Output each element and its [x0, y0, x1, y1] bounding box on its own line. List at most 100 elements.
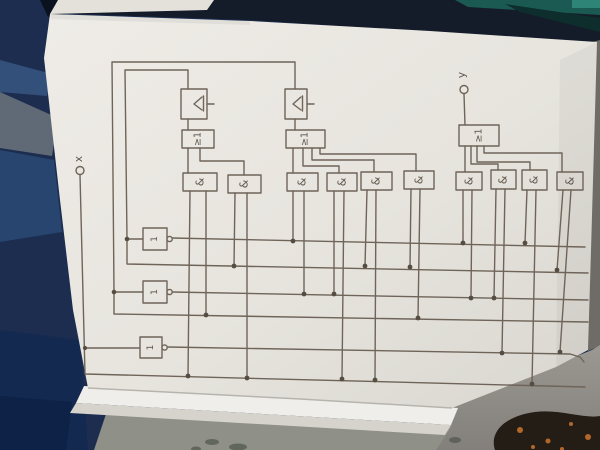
or-gate-2: ≥1: [285, 129, 326, 149]
and-gate-c4: &: [556, 171, 584, 191]
junction-dot: [231, 263, 237, 269]
or1-and-a2-link: [199, 147, 245, 176]
junction-dot: [522, 240, 528, 246]
and-gate-c3: &: [521, 169, 548, 191]
bus-line-3: [171, 291, 589, 301]
paper-top-shade: [50, 14, 250, 25]
and-gate-a2: &: [227, 174, 262, 194]
or2-and-b3-link: [311, 147, 375, 173]
junction-dot: [499, 350, 505, 356]
not-gate-3-label: 1: [146, 345, 156, 351]
and-label: &: [563, 176, 576, 185]
fabric-highlight: [0, 60, 52, 96]
junction-dot: [339, 376, 345, 382]
or-gate-2-label: ≥1: [300, 132, 311, 146]
fabric-gray-band: [0, 92, 58, 156]
clock-edge-icon: [193, 96, 203, 111]
not-gate-3: 1: [139, 336, 168, 359]
not-gate-2-label: 1: [150, 289, 160, 295]
b3-input-left: [364, 189, 368, 267]
c4-input-right: [559, 189, 572, 353]
flip-flop-1: [180, 88, 215, 120]
and-label: &: [237, 179, 250, 188]
bus-line-5: [167, 346, 585, 363]
paper-bottom-edge-line: [87, 387, 453, 409]
junction-dot: [415, 315, 421, 321]
feedback-wire-ff1-and-bus-line-2: [124, 69, 589, 274]
and-gate-b1: &: [286, 172, 319, 192]
background-top-shadow: [48, 0, 600, 52]
paper-stack-edge-1: [76, 386, 458, 425]
background-teal-dark: [505, 4, 600, 32]
junction-dot: [185, 373, 191, 379]
a1-input-left: [187, 190, 191, 377]
b4-input-right: [417, 188, 421, 319]
junction-dot: [372, 377, 378, 383]
and-label: &: [463, 176, 476, 185]
junction-dot: [491, 295, 497, 301]
junction-dot: [460, 240, 466, 246]
b4-input-left: [409, 188, 412, 268]
and-label: &: [335, 177, 348, 186]
and-label: &: [496, 175, 509, 184]
or2-and-b2-link: [302, 147, 340, 174]
junction-dot: [111, 289, 117, 295]
junction-dot: [301, 291, 307, 297]
and-gate-c1: &: [455, 171, 483, 191]
and-label: &: [369, 176, 382, 185]
or3-and-c4-link: [483, 145, 563, 173]
junction-dot: [529, 381, 535, 387]
or2-and-b4-link: [319, 147, 417, 172]
b2-input-right: [341, 190, 345, 380]
c2-input-right: [501, 188, 506, 354]
background-teal-bright: [572, 0, 600, 8]
junction-dot: [203, 312, 209, 318]
or3-and-c3-link: [476, 145, 531, 171]
fabric-bottom-left-dark: [0, 396, 72, 450]
output-y-wire: [463, 93, 466, 126]
orange-speckles: [517, 422, 591, 450]
paper-sheet-behind-1: [50, 0, 214, 14]
or-gate-3-label: ≥1: [474, 128, 485, 142]
or-gate-3: ≥1: [458, 124, 500, 147]
junction-dot: [557, 349, 563, 355]
junction-dot: [331, 291, 337, 297]
and-gate-a1: &: [182, 172, 218, 192]
junction-dot: [124, 236, 130, 242]
input-x-wire-and-bus-line-6: [79, 174, 586, 388]
junction-dot: [407, 264, 413, 270]
c3-input-right: [531, 189, 537, 385]
junction-dot: [362, 263, 368, 269]
c2-input-left: [493, 188, 497, 299]
input-x-terminal: [75, 165, 85, 176]
c4-input-left: [556, 189, 564, 271]
fabric-mid-blue: [0, 150, 62, 242]
and-label: &: [194, 177, 207, 186]
and-label: &: [296, 177, 309, 186]
and-gate-c2: &: [490, 169, 517, 190]
circuit-drawing: 1 1 1 ≥1: [75, 61, 589, 388]
or3-and-c2-link: [470, 145, 499, 171]
and-gate-b2: &: [326, 172, 358, 192]
and-label: &: [528, 175, 541, 184]
c3-input-left: [524, 189, 528, 244]
and-label: &: [413, 175, 426, 184]
input-x-label: x: [73, 156, 85, 162]
paper-stack-edge-2: [70, 403, 451, 435]
paper-right-shade: [556, 42, 597, 367]
or-gate-1-label: ≥1: [193, 132, 204, 146]
b3-input-right: [374, 189, 377, 381]
dark-object-shoe: [493, 411, 600, 450]
junction-dots: [82, 236, 563, 387]
and-gate-b4: &: [403, 170, 435, 190]
feedback-wire-ff2-and-bus-line-4: [111, 61, 589, 323]
flip-flop-2: [284, 88, 315, 120]
paper-main-sheet: [44, 14, 597, 408]
or-gate-1: ≥1: [181, 129, 215, 149]
a2-input-left: [233, 192, 236, 267]
not-gate-1-label: 1: [150, 236, 160, 242]
c1-input-right: [470, 189, 473, 299]
junction-dot: [244, 375, 250, 381]
